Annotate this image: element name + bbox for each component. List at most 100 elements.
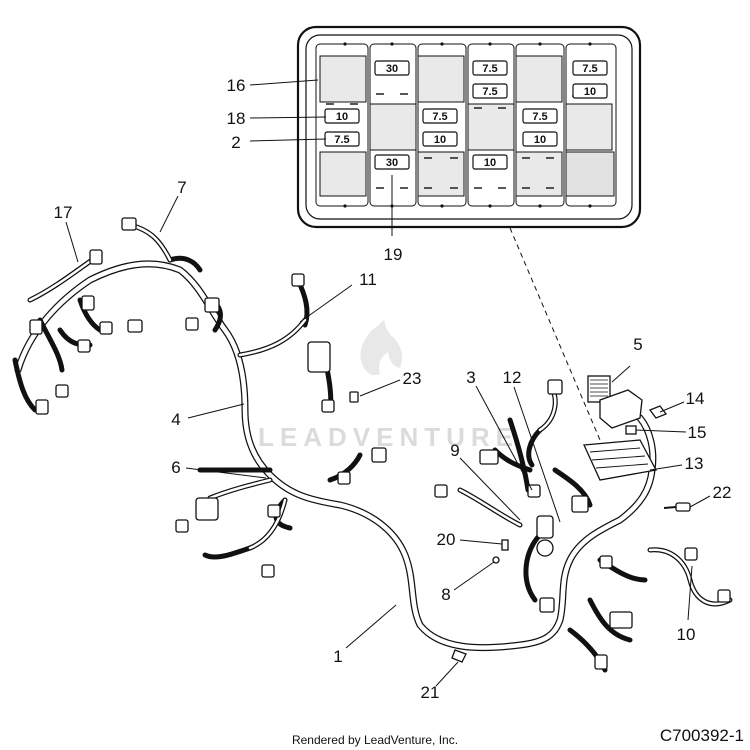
fuse-rating: 7.5 xyxy=(432,111,447,123)
diagram-code: C700392-1 xyxy=(659,726,744,745)
connector xyxy=(539,597,555,613)
callout-9: 9 xyxy=(450,441,459,460)
fuse-19 xyxy=(374,154,410,170)
connector xyxy=(547,379,563,395)
connector xyxy=(479,449,499,465)
callout-12: 12 xyxy=(503,368,522,387)
connector xyxy=(434,484,448,498)
relay xyxy=(565,151,615,197)
connector xyxy=(55,384,69,398)
callout-10: 10 xyxy=(677,625,696,644)
callout-15: 15 xyxy=(688,423,707,442)
connector xyxy=(337,471,351,485)
connector xyxy=(77,339,91,353)
fitting xyxy=(536,539,554,557)
fuse-box: 30 7.5 7.5 7.5 10 10 7.5 7.5 7.5 10 10 3… xyxy=(296,25,642,229)
connector xyxy=(717,589,731,603)
fuse-box-housing-13 xyxy=(583,439,657,481)
connectors xyxy=(29,217,731,670)
callout-4: 4 xyxy=(171,410,180,429)
fuse-box-label-5 xyxy=(587,375,611,403)
connector-block xyxy=(195,497,219,521)
callout-7: 7 xyxy=(177,178,186,197)
clip-20 xyxy=(501,539,509,551)
connector xyxy=(121,217,137,231)
connector xyxy=(204,297,220,313)
connector xyxy=(291,273,305,287)
fuse-15 xyxy=(625,425,637,435)
fuse xyxy=(522,131,558,147)
tie-21 xyxy=(451,649,467,663)
fuse xyxy=(374,60,410,76)
callout-16: 16 xyxy=(227,76,246,95)
connector xyxy=(599,555,613,569)
relay xyxy=(417,55,465,103)
connector xyxy=(571,495,589,513)
fuse-rating: 10 xyxy=(534,134,546,146)
connector xyxy=(99,321,113,335)
connector xyxy=(684,547,698,561)
callout-22: 22 xyxy=(713,483,732,502)
connector xyxy=(29,319,43,335)
callout-2: 2 xyxy=(231,133,240,152)
fuse xyxy=(572,83,608,99)
callout-17: 17 xyxy=(54,203,73,222)
connector xyxy=(267,504,281,518)
watermark-text: LEADVENTURE xyxy=(258,422,519,452)
connector xyxy=(371,447,387,463)
fuse xyxy=(572,60,608,76)
relay xyxy=(467,103,515,151)
relay xyxy=(319,151,367,197)
fuse xyxy=(472,154,508,170)
fuse-rating: 7.5 xyxy=(582,63,597,75)
callout-11: 11 xyxy=(359,270,377,289)
connector-block xyxy=(307,341,331,373)
callout-3: 3 xyxy=(466,368,475,387)
connector-block xyxy=(609,611,633,629)
fuse-rating: 10 xyxy=(484,157,496,169)
terminal-22 xyxy=(675,502,691,512)
relay xyxy=(369,103,417,151)
connector xyxy=(81,295,95,311)
fuse-rating: 10 xyxy=(584,86,596,98)
relay xyxy=(515,55,563,103)
fuse-rating: 7.5 xyxy=(482,86,497,98)
fuse xyxy=(522,108,558,124)
connector xyxy=(349,391,359,403)
fuse-rating: 7.5 xyxy=(334,134,349,146)
fuse-rating: 7.5 xyxy=(482,63,497,75)
connector xyxy=(175,519,189,533)
connector xyxy=(594,654,608,670)
washer-8 xyxy=(492,556,500,564)
callout-18: 18 xyxy=(227,109,246,128)
callout-19: 19 xyxy=(384,245,403,264)
fuse xyxy=(422,108,458,124)
relay xyxy=(565,103,613,151)
fuse xyxy=(472,60,508,76)
fuse-18 xyxy=(324,108,360,124)
relay-16 xyxy=(319,55,367,103)
leader-lines xyxy=(65,79,711,687)
callout-21: 21 xyxy=(421,683,440,702)
fuse xyxy=(472,83,508,99)
callout-5: 5 xyxy=(633,335,642,354)
flame-logo-icon xyxy=(360,320,402,376)
fuse xyxy=(422,131,458,147)
relay-14 xyxy=(648,405,668,419)
callout-20: 20 xyxy=(437,530,456,549)
fuse-box-cover xyxy=(599,389,643,429)
connector xyxy=(321,399,335,413)
grommet-12 xyxy=(536,515,554,539)
rendered-by-footer: Rendered by LeadVenture, Inc. xyxy=(291,733,459,747)
fuse-rating: 10 xyxy=(336,111,348,123)
callout-6: 6 xyxy=(171,458,180,477)
connector xyxy=(35,399,49,415)
fuse-rating: 30 xyxy=(386,157,398,169)
watermark: LEADVENTURE xyxy=(258,320,519,452)
fuse-rating: 7.5 xyxy=(532,111,547,123)
callout-8: 8 xyxy=(441,585,450,604)
callout-1: 1 xyxy=(333,647,342,666)
fuse-rating: 10 xyxy=(434,134,446,146)
connector xyxy=(89,249,103,265)
